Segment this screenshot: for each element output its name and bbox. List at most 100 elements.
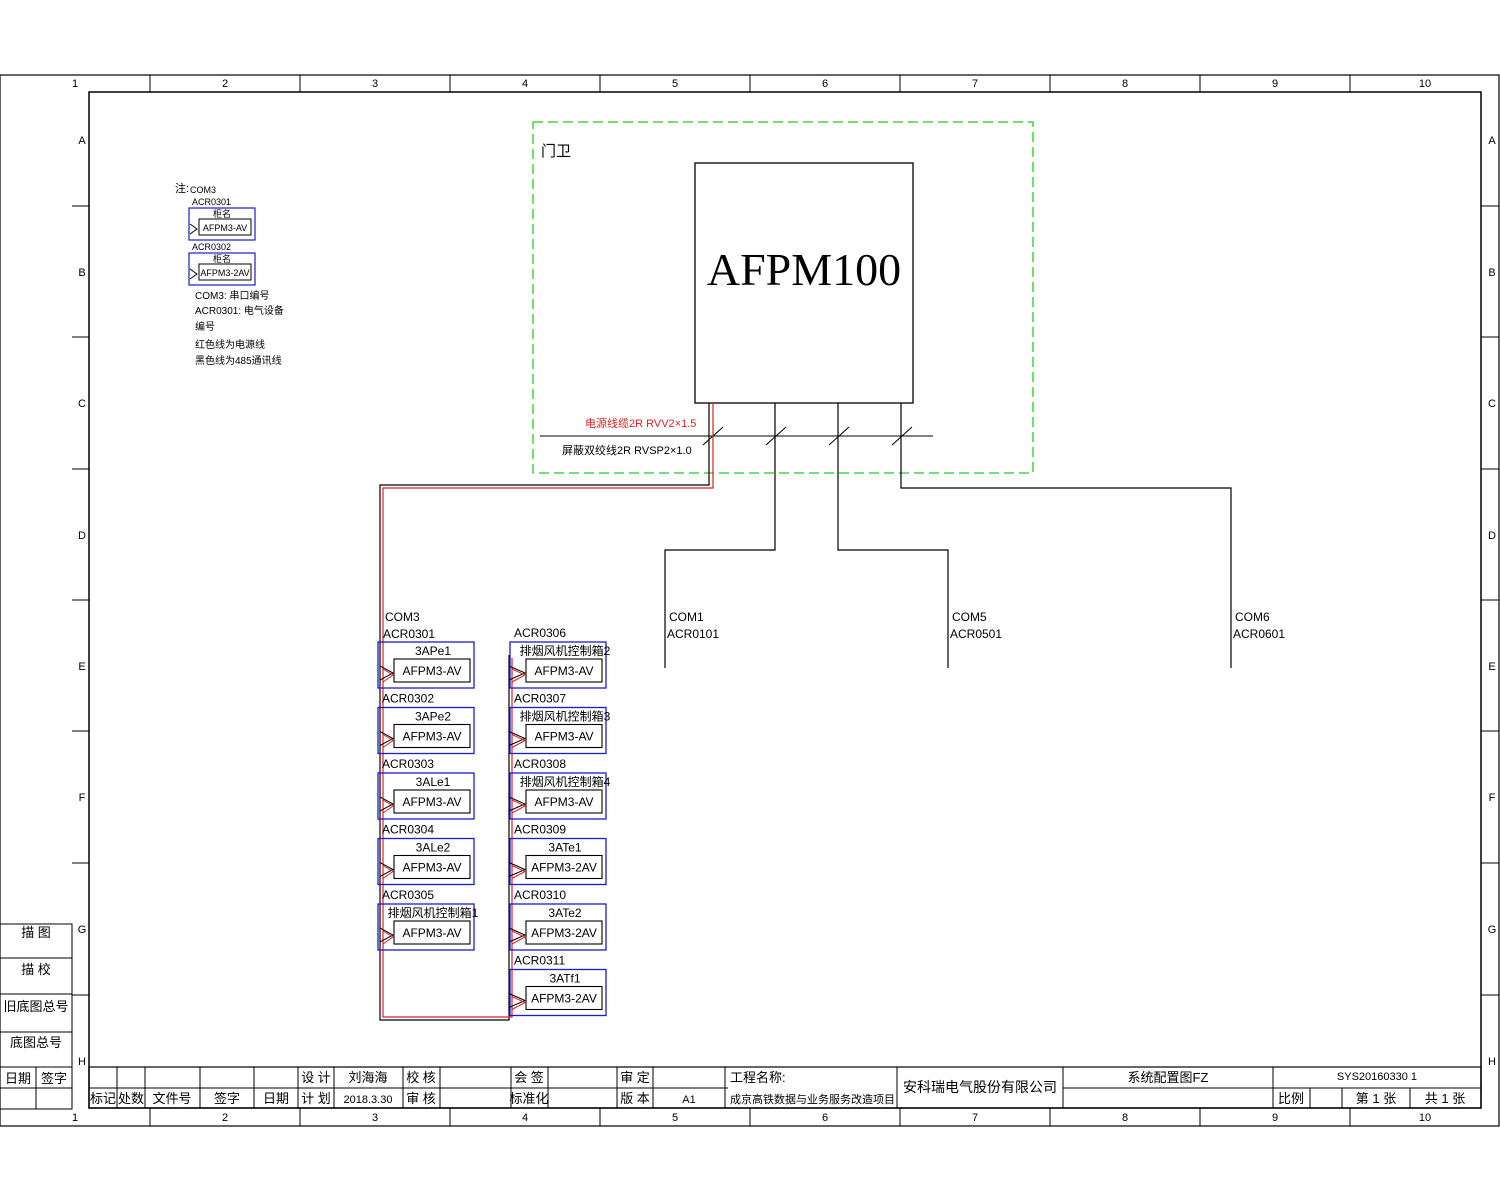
device-bus-tap-black [508, 796, 527, 812]
col-marker-top: 7 [972, 78, 978, 90]
legend-line-1: COM3: 串口编号 [195, 289, 269, 302]
device-bus-tap-black [379, 796, 395, 812]
row-marker-left: D [78, 530, 86, 542]
device-address: ACR0303 [382, 757, 434, 771]
row-marker-left: F [79, 792, 86, 804]
tb-design-label: 设 计 [301, 1070, 331, 1085]
legend-line-2: ACR0301: 电气设备 [195, 304, 284, 317]
device-bus-tap-black [379, 665, 395, 681]
row-marker-right: H [1488, 1056, 1496, 1068]
gate-house-area: 门卫 AFPM100 电源线缆2R RVV2×1.5 屏蔽双绞线2R RVSP2… [532, 121, 1034, 474]
device-meter-box [393, 723, 471, 749]
row-marker-right: A [1488, 135, 1496, 147]
device-bus-tap-red [511, 734, 527, 748]
tb-project-name: 成京高铁数据与业务服务改造项目 [730, 1092, 895, 1106]
device-enclosure [377, 903, 475, 951]
device-meter-box [525, 854, 603, 880]
device-address: ACR0304 [382, 823, 434, 837]
device-address: ACR0311 [514, 954, 565, 968]
tb-drawn-date: 2018.3.30 [344, 1094, 393, 1106]
tb-sheet: 第 1 张 [1356, 1091, 1396, 1106]
legend-name2: 柜名 [213, 253, 231, 264]
device-model: AFPM3-2AV [531, 926, 597, 940]
device-bus-tap-red [511, 996, 527, 1010]
device-enclosure [509, 837, 607, 886]
device-name: 3ALe2 [416, 841, 451, 855]
side-base: 底图总号 [10, 1035, 62, 1050]
tb-company: 安科瑞电气股份有限公司 [903, 1079, 1057, 1095]
bus-com3-port: COM3 [385, 610, 420, 624]
legend-model2: AFPM3-2AV [200, 268, 249, 278]
device-name: 排烟风机控制箱4 [520, 774, 611, 789]
bus-com1-addr: ACR0101 [667, 627, 719, 641]
bus-com5-addr: ACR0501 [950, 627, 1002, 641]
tb-scale-label: 比例 [1278, 1091, 1304, 1106]
tb-date: 日期 [263, 1091, 289, 1106]
tb-review-label: 审 核 [406, 1091, 436, 1106]
col-marker-bottom: 1 [72, 1112, 78, 1124]
device-meter-box [393, 854, 471, 880]
device-address: ACR0307 [514, 692, 566, 706]
tb-mark: 标记 [90, 1091, 116, 1106]
device-address: ACR0308 [514, 757, 566, 771]
row-marker-left: G [78, 924, 87, 936]
meter-devices: 3APe1AFPM3-AVACR03023APe2AFPM3-AVACR0303… [377, 626, 611, 1017]
tb-check-label: 校 核 [406, 1070, 436, 1085]
side-draw: 描 图 [21, 925, 51, 940]
title-block: 标记 处数 文件号 签字 日期 设 计 刘海海 校 核 会 签 审 定 计 划 … [88, 1066, 1482, 1109]
side-old-base: 旧底图总号 [3, 999, 68, 1014]
bus-com5-port: COM5 [952, 610, 987, 624]
col-marker-bottom: 2 [222, 1112, 228, 1124]
device-bus-tap-black [508, 731, 527, 746]
device-model: AFPM3-AV [534, 730, 593, 744]
row-marker-right: D [1488, 530, 1496, 542]
device-bus-tap-red [382, 799, 394, 814]
bus-com3-addr: ACR0301 [383, 627, 435, 641]
legend-port: COM3 [190, 185, 216, 195]
device-enclosure [377, 772, 475, 820]
col-marker-top: 4 [522, 78, 528, 90]
device-meter-box [525, 920, 603, 945]
device-name: 3ALe1 [416, 775, 451, 789]
device-enclosure [509, 968, 607, 1017]
legend-line-3: 编号 [195, 320, 215, 333]
bus-com6-port: COM6 [1235, 610, 1270, 624]
legend-addr2: ACR0302 [192, 242, 231, 252]
tb-countersign-label: 会 签 [514, 1070, 544, 1085]
col-marker-top: 5 [672, 78, 678, 90]
device-bus-tap-black [508, 665, 527, 681]
legend-line-5: 黑色线为485通讯线 [195, 354, 282, 367]
col-marker-bottom: 6 [822, 1112, 828, 1124]
device-meter-box [393, 789, 471, 814]
tb-file-no: 文件号 [152, 1091, 191, 1106]
tb-drawing-no: SYS20160330 1 [1337, 1071, 1417, 1083]
row-marker-right: F [1489, 792, 1496, 804]
device-bus-tap-red [511, 865, 527, 879]
device-name: 排烟风机控制箱2 [520, 643, 611, 658]
row-marker-right: E [1488, 661, 1495, 673]
col-marker-bottom: 8 [1122, 1112, 1128, 1124]
device-model: AFPM3-AV [402, 795, 461, 809]
col-marker-bottom: 10 [1419, 1112, 1431, 1124]
device-enclosure [509, 641, 607, 689]
bus-labels: COM3 ACR0301 COM1 ACR0101 COM5 ACR0501 C… [383, 610, 1285, 641]
col-marker-bottom: 7 [972, 1112, 978, 1124]
device-name: 3ATf1 [549, 972, 580, 986]
device-bus-tap-red [511, 799, 527, 814]
device-name: 排烟风机控制箱1 [388, 905, 479, 920]
side-date: 日期 [5, 1071, 31, 1086]
legend-addr1: ACR0301 [192, 197, 231, 207]
col-marker-bottom: 5 [672, 1112, 678, 1124]
host-afpm100-box [694, 162, 914, 404]
tb-drawn-label: 计 划 [301, 1091, 331, 1106]
row-marker-left: A [78, 135, 86, 147]
device-bus-tap-black [379, 927, 395, 943]
device-bus-tap-red [382, 865, 394, 879]
